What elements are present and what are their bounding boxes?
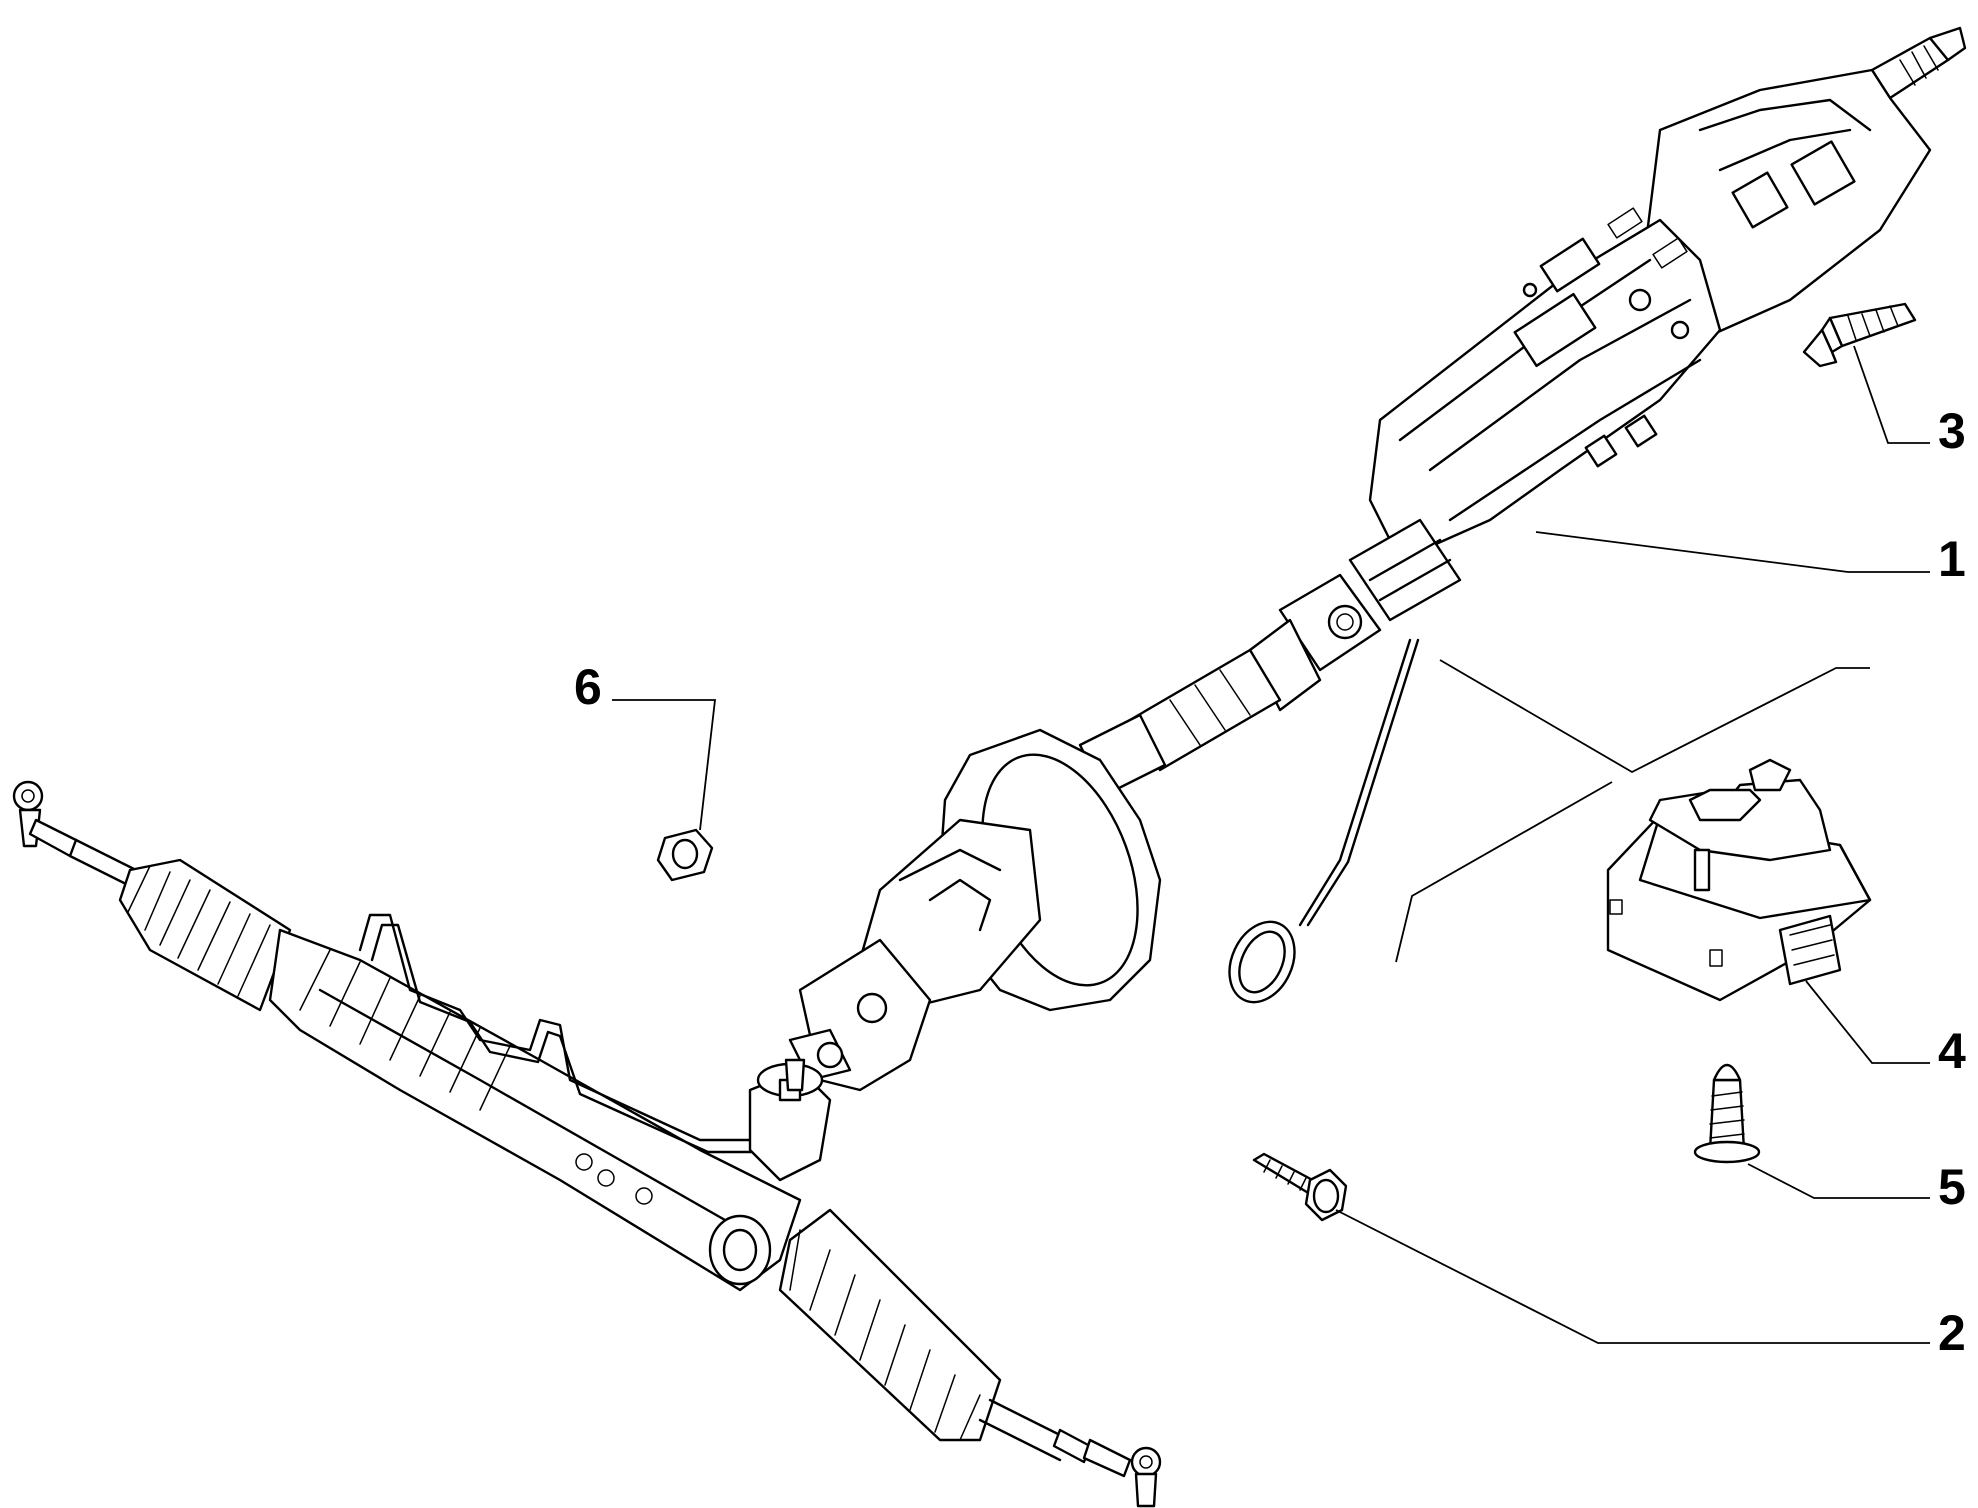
callout-2: 2 (1938, 1305, 1966, 1361)
screw-part-3 (1802, 302, 1917, 368)
callout-3: 3 (1938, 403, 1966, 459)
steering-column (788, 26, 1967, 1092)
bracket-lines (1395, 659, 1870, 963)
module-part-4 (1606, 758, 1872, 1002)
nut-part-6 (656, 828, 714, 882)
screw-part-5 (1693, 1063, 1761, 1164)
callout-4: 4 (1938, 1023, 1966, 1079)
bolt-part-2 (1252, 1152, 1348, 1222)
callout-5: 5 (1938, 1159, 1966, 1215)
steering-rack (12, 780, 1162, 1508)
callout-1: 1 (1938, 531, 1966, 587)
leader-lines (612, 345, 1930, 1344)
callout-labels: 1 2 3 4 5 6 (574, 403, 1966, 1361)
callout-6: 6 (574, 659, 602, 715)
